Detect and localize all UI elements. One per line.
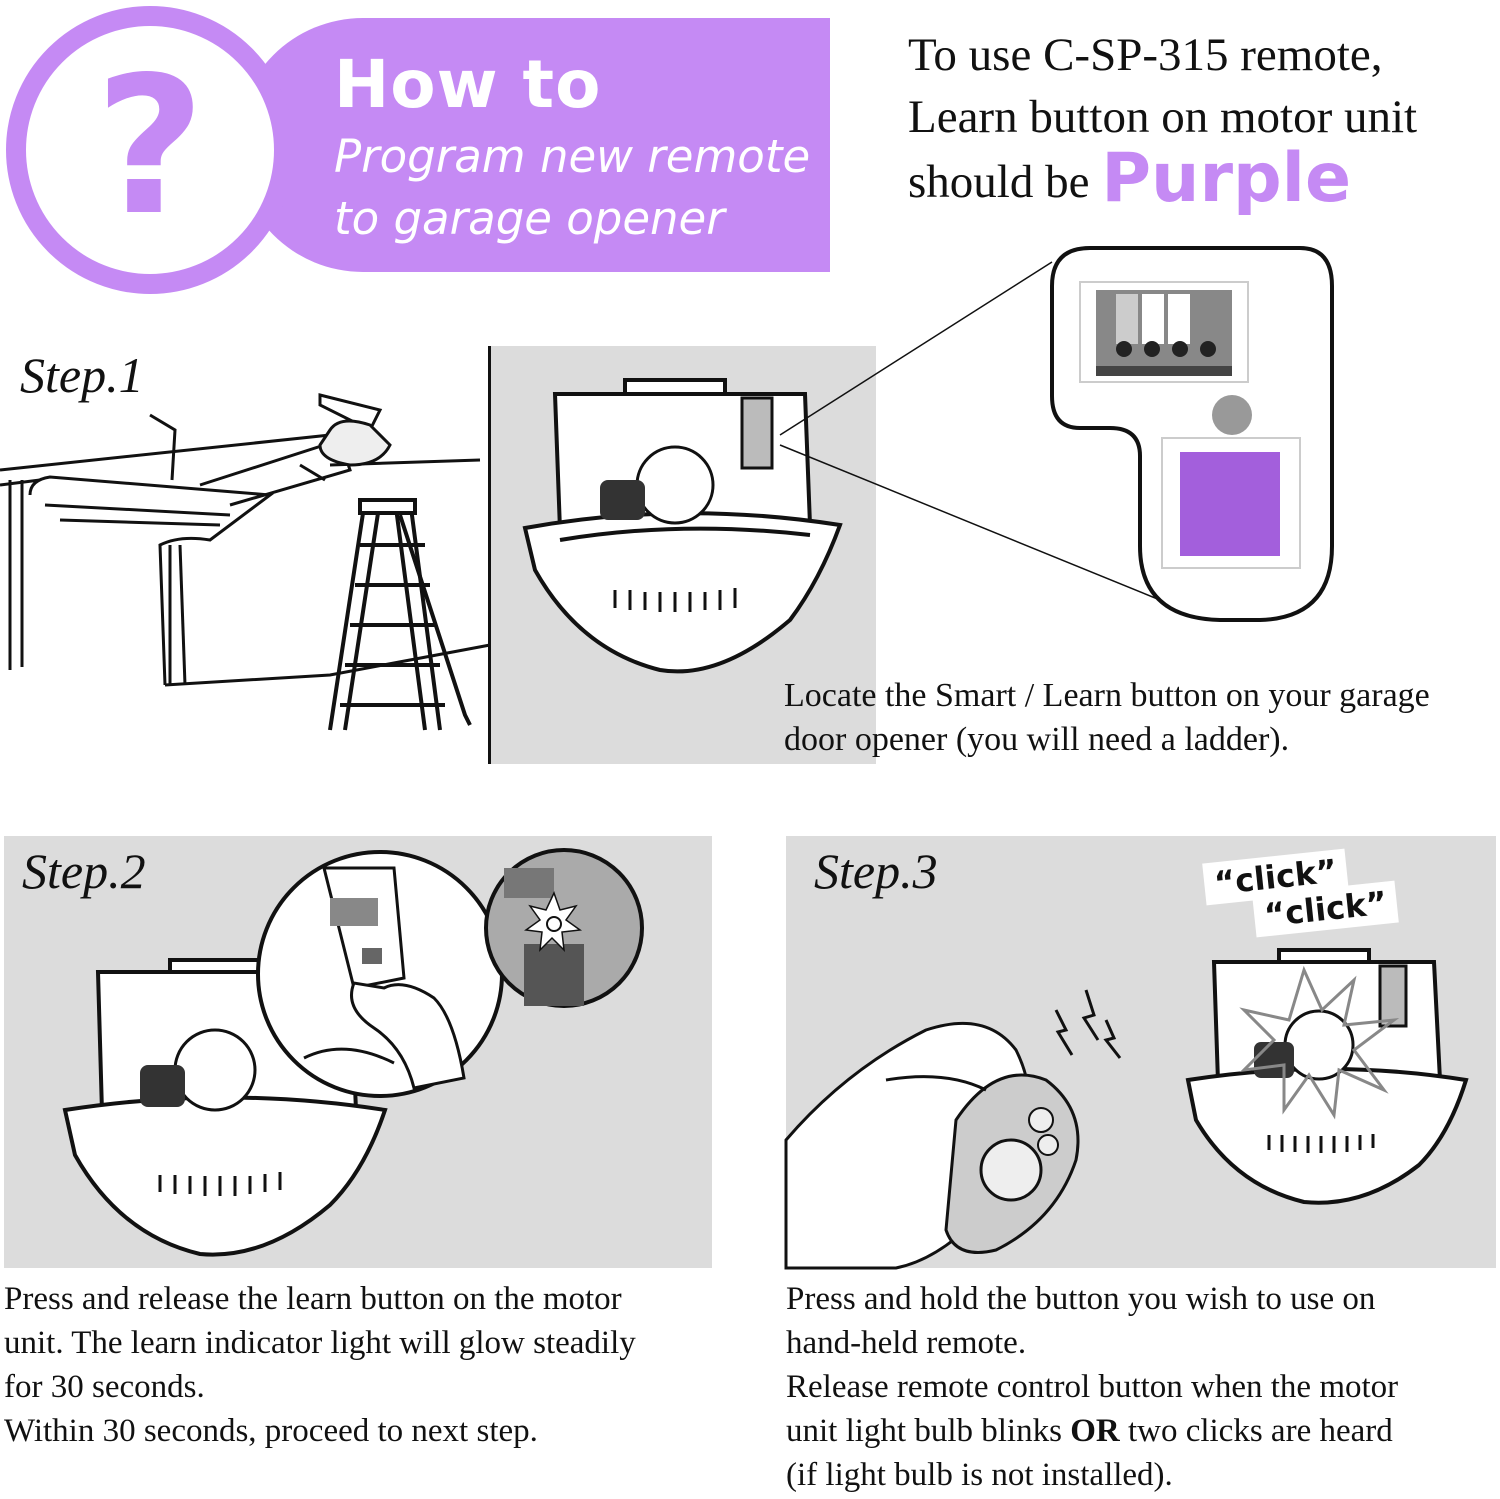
page-title: How to: [334, 46, 602, 123]
ladder-icon: [328, 498, 472, 731]
title-banner: [236, 18, 830, 272]
step1-divider: [488, 346, 491, 764]
step2-label: Step.2: [22, 843, 146, 899]
indicator-glow-zoom: [484, 848, 644, 1008]
finger-press-zoom: [256, 850, 504, 1098]
step2-text: Press and release the learn button on th…: [4, 1281, 636, 1449]
page-subtitle: Program new remote to garage opener: [334, 130, 811, 245]
hand-remote-icon: [784, 989, 1122, 1270]
purple-word: Purple: [1101, 139, 1352, 218]
motor-unit-icon: [522, 378, 843, 674]
learn-button-icon: [1050, 246, 1334, 622]
zoom-lines: [779, 261, 1161, 601]
purple-requirement-note: To use C-SP-315 remote, Learn button on …: [908, 29, 1418, 218]
flash-icon: [1239, 965, 1400, 1120]
step3-text: Press and hold the button you wish to us…: [786, 1281, 1399, 1493]
step3-label: Step.3: [814, 843, 938, 899]
question-mark-icon: ?: [6, 6, 294, 294]
motor-unit-icon-step3: [1185, 948, 1469, 1205]
signal-icon: [1054, 989, 1122, 1059]
step1-text: Locate the Smart / Learn button on your …: [784, 677, 1430, 758]
step1-label: Step.1: [20, 347, 144, 403]
garage-door-icon: [0, 393, 491, 731]
